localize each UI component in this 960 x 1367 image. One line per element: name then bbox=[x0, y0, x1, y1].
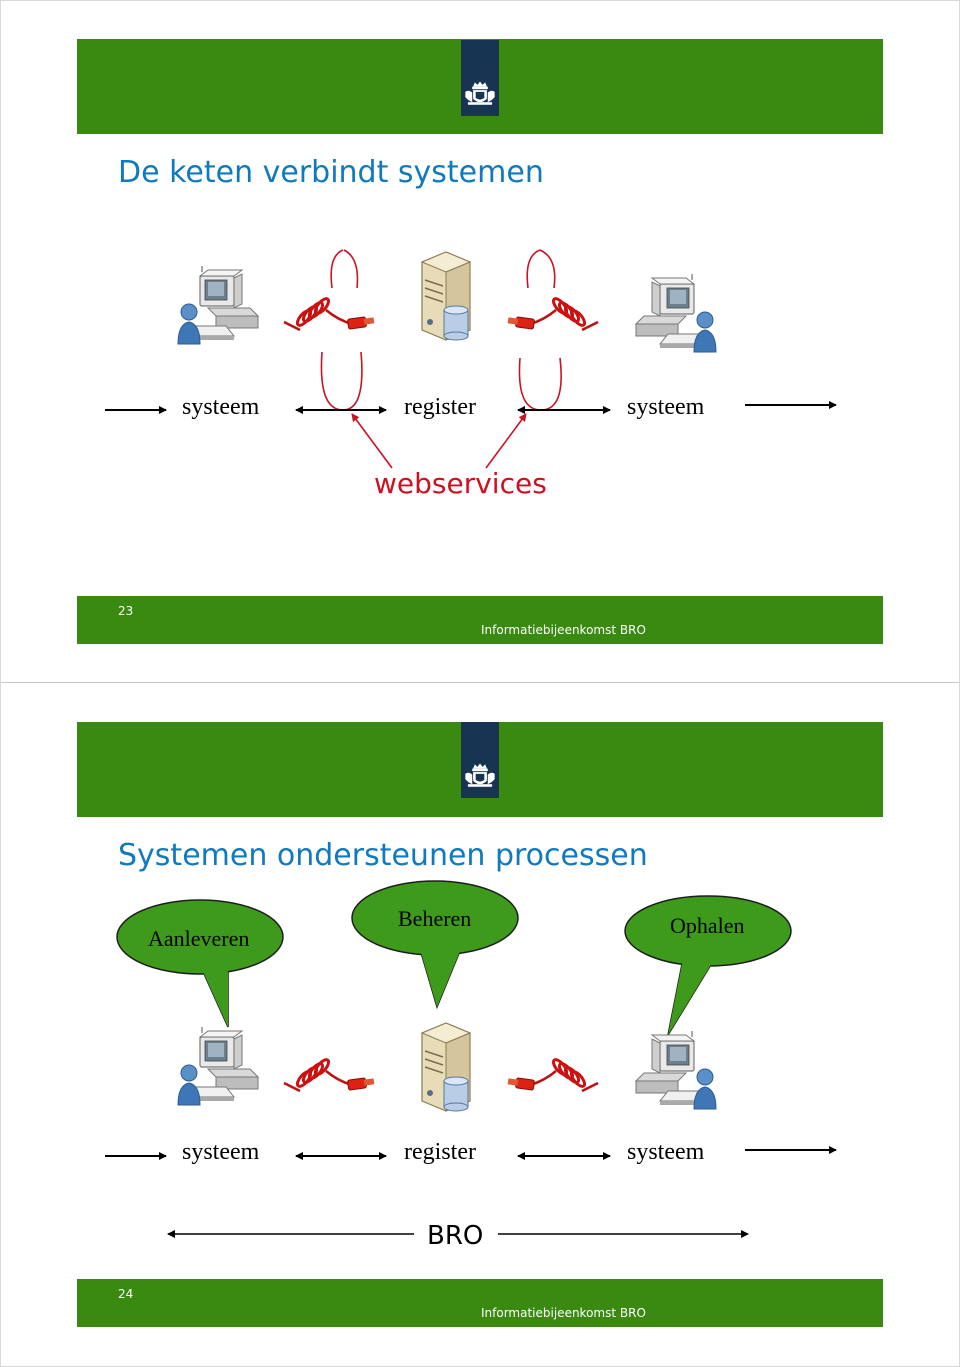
crown-crest-logo bbox=[461, 40, 499, 116]
connection-arc bbox=[343, 249, 359, 289]
systeem-label-left: systeem bbox=[182, 1139, 260, 1165]
slide-24: Systemen ondersteunen processen Aanlever… bbox=[0, 683, 960, 1366]
footer-bar bbox=[77, 1279, 883, 1327]
register-label: register bbox=[404, 1139, 476, 1165]
slide-title: Systemen ondersteunen processen bbox=[118, 838, 648, 873]
webservices-label: webservices bbox=[374, 467, 547, 500]
speech-bubble-aanleveren bbox=[116, 899, 284, 975]
server-database-icon bbox=[421, 251, 471, 341]
connection-arc bbox=[539, 249, 556, 289]
cable-connector-icon bbox=[508, 297, 598, 330]
register-label: register bbox=[404, 394, 476, 420]
workstation-user-icon bbox=[636, 274, 716, 352]
footer-text: Informatiebijeenkomst BRO bbox=[481, 623, 646, 637]
server-database-icon bbox=[421, 1022, 471, 1112]
workstation-user-icon bbox=[177, 1026, 259, 1106]
cable-connector-icon bbox=[282, 1056, 376, 1093]
connection-arc bbox=[320, 351, 363, 411]
bro-label: BRO bbox=[427, 1221, 484, 1251]
bubble-label-beheren: Beheren bbox=[398, 906, 472, 931]
workstation-user-icon bbox=[636, 1031, 716, 1109]
slide-number: 24 bbox=[118, 1287, 134, 1301]
systeem-label-right: systeem bbox=[627, 394, 705, 420]
slide-number: 23 bbox=[118, 604, 134, 618]
pointer-arrow bbox=[351, 413, 393, 469]
cable-connector-icon bbox=[282, 295, 376, 332]
connection-arc bbox=[330, 249, 344, 289]
bubble-label-aanleveren: Aanleveren bbox=[148, 926, 250, 951]
footer-bar bbox=[77, 596, 883, 644]
diagram-graphics bbox=[105, 880, 837, 1238]
systeem-label-right: systeem bbox=[627, 1139, 705, 1165]
bubble-label-ophalen: Ophalen bbox=[670, 913, 745, 938]
cable-connector-icon bbox=[508, 1058, 598, 1091]
connection-arc bbox=[518, 357, 562, 411]
footer-text: Informatiebijeenkomst BRO bbox=[481, 1306, 646, 1320]
crown-crest-logo bbox=[461, 722, 499, 798]
diagram-graphics bbox=[105, 249, 837, 469]
slide-23: De keten verbindt systemen systeem regis… bbox=[0, 0, 960, 683]
systeem-label-left: systeem bbox=[182, 394, 260, 420]
slide-divider bbox=[0, 682, 960, 683]
workstation-user-icon bbox=[177, 265, 259, 345]
pointer-arrow bbox=[485, 413, 527, 469]
slide-title: De keten verbindt systemen bbox=[118, 155, 544, 190]
connection-arc bbox=[526, 249, 541, 289]
